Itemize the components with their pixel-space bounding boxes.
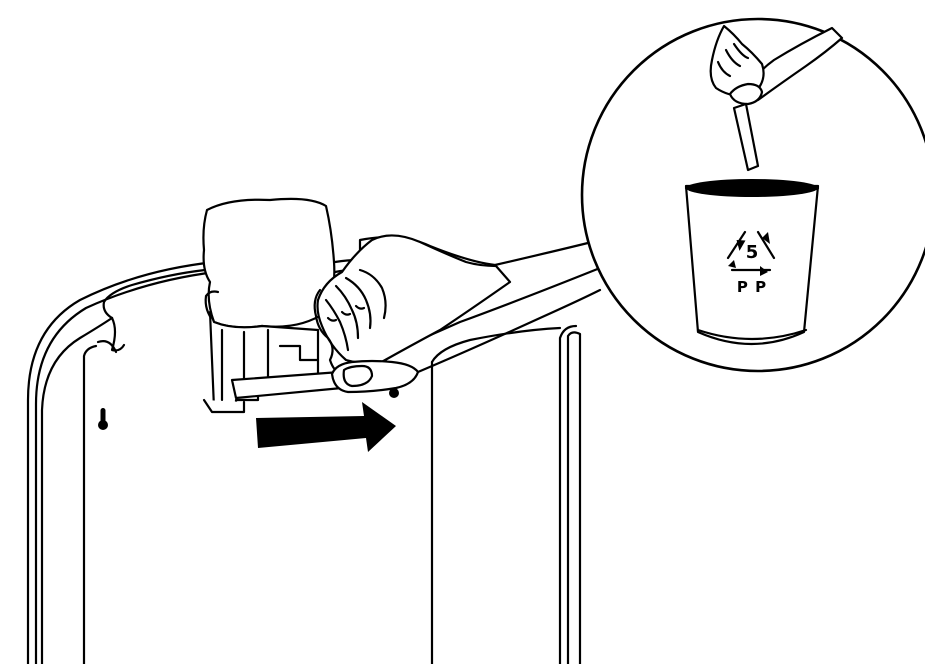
trash-bin xyxy=(684,179,820,346)
resin-code-number: 5 xyxy=(746,242,759,263)
hand-dropping-filter xyxy=(709,24,844,172)
hand-pulling-cartridge xyxy=(313,234,602,394)
filter-cartridge xyxy=(202,197,344,414)
pull-direction-arrow xyxy=(256,402,396,452)
keyhole-slot-left xyxy=(98,408,108,430)
material-label: P P xyxy=(737,278,767,296)
appliance-housing xyxy=(26,258,582,664)
recycling-symbol-icon: 5 P P xyxy=(726,230,776,296)
